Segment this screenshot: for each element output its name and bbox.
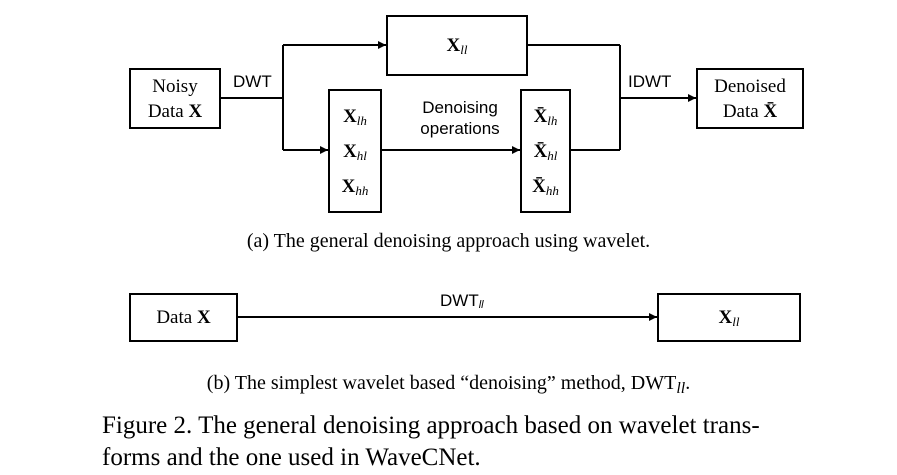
noisy-data-box: Noisy Data X <box>129 68 221 129</box>
denoised-data-line2: Data X̄ <box>722 101 778 122</box>
xbar-hl-label: X̄hl <box>533 141 558 163</box>
figure-caption-line1: Figure 2. The general denoising approach… <box>102 412 760 439</box>
xll-label: Xll <box>446 35 468 57</box>
data-x-box: Data X <box>129 293 238 342</box>
xlh-label: Xlh <box>343 106 367 128</box>
denoised-data-line1: Denoised <box>714 76 786 97</box>
detail-coefficients-box: Xlh Xhl Xhh <box>328 89 382 213</box>
xbar-hh-label: X̄hh <box>532 176 559 198</box>
xbar-lh-label: X̄lh <box>533 106 558 128</box>
xll-output-label: Xll <box>718 307 740 329</box>
figure-caption-line2: forms and the one used in WaveCNet. <box>102 444 481 471</box>
caption-b: (b) The simplest wavelet based “denoisin… <box>206 372 691 397</box>
denoising-operations-label: Denoising operations <box>420 98 500 138</box>
denoised-coefficients-box: X̄lh X̄hl X̄hh <box>520 89 571 213</box>
noisy-data-line2: Data X <box>147 101 203 122</box>
xhl-label: Xhl <box>343 141 367 163</box>
denoised-data-box: Denoised Data X̄ <box>696 68 804 129</box>
xll-output-box: Xll <box>657 293 801 342</box>
dwt-label: DWT <box>233 72 272 91</box>
idwt-label: IDWT <box>628 72 672 91</box>
caption-a: (a) The general denoising approach using… <box>246 230 651 252</box>
noisy-data-line1: Noisy <box>152 76 198 97</box>
dwt-ll-label: DWTll <box>440 291 484 311</box>
xll-box: Xll <box>386 15 528 76</box>
data-x-label: Data X <box>156 307 211 328</box>
xhh-label: Xhh <box>341 176 369 198</box>
